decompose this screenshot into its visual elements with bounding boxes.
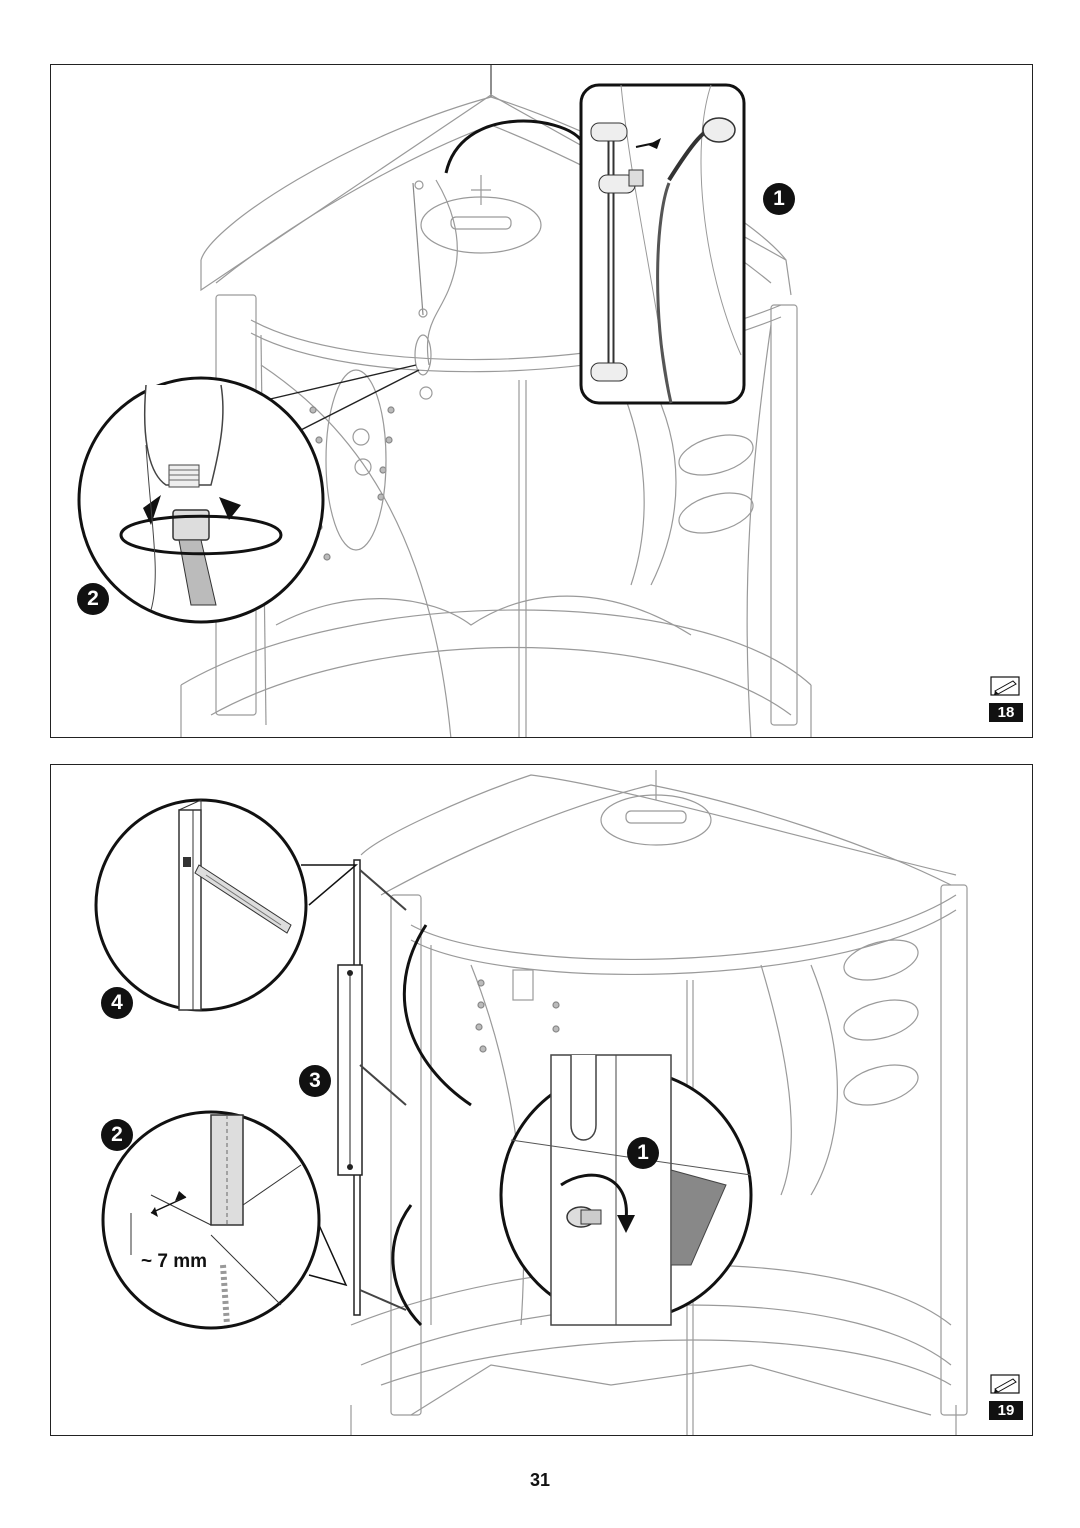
step-2-marker: 2 — [77, 583, 109, 615]
profile-strip — [337, 859, 407, 1316]
shower-cabin-illustration-18 — [77, 65, 1020, 737]
figure-number: 19 — [989, 1401, 1023, 1420]
figure-19-panel: 1 2 3 4 ~ 7 mm 19 — [50, 764, 1033, 1436]
step-2-marker: 2 — [101, 1119, 133, 1151]
step-3-marker: 3 — [299, 1065, 331, 1097]
screw-detail — [94, 798, 359, 1012]
pencil-icon — [990, 676, 1020, 696]
spacing-detail — [101, 1110, 348, 1330]
gap-measurement-label: ~ 7 mm — [139, 1251, 210, 1273]
shower-rail-detail — [444, 83, 746, 405]
figure-18-panel: 1 2 18 — [50, 64, 1033, 738]
step-4-marker: 4 — [101, 987, 133, 1019]
knob-detail — [499, 1054, 753, 1326]
page-number: 31 — [529, 1470, 551, 1490]
shower-cabin-illustration-19 — [94, 770, 1020, 1435]
pencil-icon — [990, 1374, 1020, 1394]
step-1-marker: 1 — [627, 1137, 659, 1169]
hose-fitting-detail — [77, 376, 325, 624]
figure-number: 18 — [989, 703, 1023, 722]
step-1-marker: 1 — [763, 183, 795, 215]
